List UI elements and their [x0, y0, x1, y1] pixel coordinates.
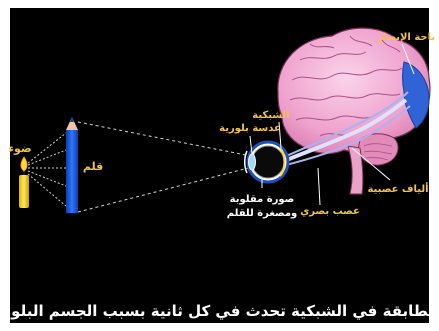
label-image-line2: ومصغرة للقلم — [227, 208, 297, 219]
candle — [19, 157, 29, 208]
brain-stem — [348, 146, 363, 194]
candle-body — [19, 175, 29, 208]
label-visual-area: باحة الإبصار — [376, 32, 435, 43]
pen-object — [66, 117, 78, 213]
label-lens: عدسة بلورية — [219, 123, 281, 134]
label-image-line1: صورة مقلوبة — [230, 194, 295, 205]
brain — [278, 28, 430, 194]
pen-body — [66, 130, 78, 213]
label-pen: قلم — [83, 160, 103, 173]
crystalline-lens — [249, 154, 256, 170]
label-optic-nerve: عصب بصري — [300, 206, 360, 217]
candle-light-rays — [28, 133, 66, 206]
label-retina: الشبكية — [252, 110, 289, 121]
label-nerve-fibers: ألياف عصبية — [367, 182, 428, 195]
caption: المطابقة في الشبكية تحدث في كل ثانية بسب… — [0, 302, 439, 321]
label-light: ضوء — [8, 142, 31, 155]
flame-icon — [21, 157, 27, 171]
image-description: صورة مقلوبة ومصغرة للقلم — [227, 194, 297, 219]
